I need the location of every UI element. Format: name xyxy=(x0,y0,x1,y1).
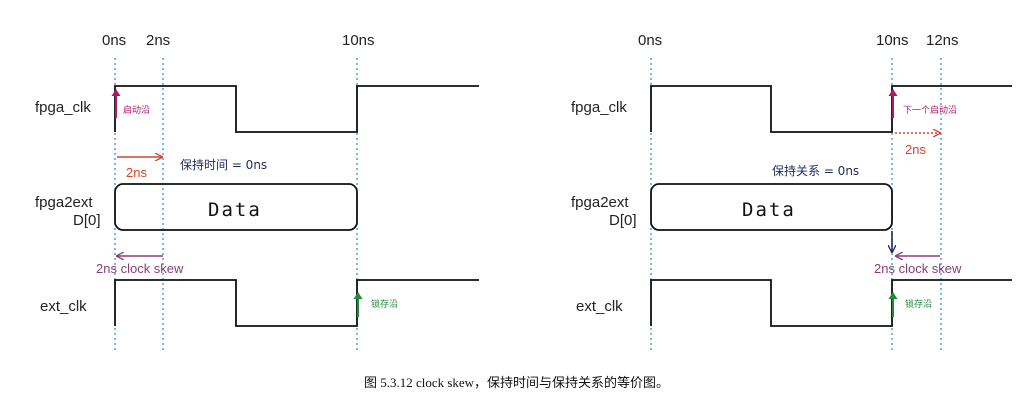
right-shift-label: 2ns xyxy=(905,142,926,157)
right-signal-ext-clk: ext_clk xyxy=(576,298,623,315)
left-launch-arrowhead xyxy=(111,89,121,96)
left-hold-note: 保持时间 = 0ns xyxy=(180,157,267,172)
right-time-label-12ns: 12ns xyxy=(926,32,959,49)
left-latch-arrowhead xyxy=(353,292,363,299)
left-timing-diagram: 0ns 2ns 10ns fpga_clk fpga2ext D[0] ext_… xyxy=(35,32,479,352)
right-clock-skew-label: 2ns clock skew xyxy=(874,261,962,276)
left-signal-fpga2ext: fpga2ext xyxy=(35,194,93,211)
figure-caption: 图 5.3.12 clock skew，保持时间与保持关系的等价图。 xyxy=(363,375,670,390)
left-fpga-clk-waveform xyxy=(114,85,479,133)
right-ext-clk-waveform xyxy=(650,279,1012,327)
left-latch-edge-label: 锁存沿 xyxy=(371,298,398,309)
left-signal-ext-clk: ext_clk xyxy=(40,298,87,315)
right-fpga-clk-waveform xyxy=(650,85,1012,133)
right-launch-arrowhead xyxy=(888,89,898,96)
right-signal-d0: D[0] xyxy=(609,212,637,229)
left-time-label-0ns: 0ns xyxy=(102,32,126,49)
right-latch-edge-label: 锁存沿 xyxy=(905,298,932,309)
left-skew-arrow-label: 2ns xyxy=(126,165,147,180)
left-signal-fpga-clk: fpga_clk xyxy=(35,99,91,116)
right-time-label-0ns: 0ns xyxy=(638,32,662,49)
right-time-label-10ns: 10ns xyxy=(876,32,909,49)
right-data-label: Data xyxy=(742,199,796,221)
left-ext-clk-waveform xyxy=(114,279,479,327)
right-latch-arrowhead xyxy=(888,292,898,299)
left-launch-edge-label: 启动沿 xyxy=(123,104,150,115)
left-time-label-10ns: 10ns xyxy=(342,32,375,49)
right-data-box xyxy=(650,183,893,231)
left-time-label-2ns: 2ns xyxy=(146,32,170,49)
left-signal-d0: D[0] xyxy=(73,212,101,229)
left-data-box xyxy=(114,183,358,231)
left-data-label: Data xyxy=(208,199,262,221)
right-hold-note: 保持关系 = 0ns xyxy=(772,163,859,178)
left-clock-skew-label: 2ns clock skew xyxy=(96,261,184,276)
right-signal-fpga2ext: fpga2ext xyxy=(571,194,629,211)
right-launch-edge-label: 下一个启动沿 xyxy=(903,104,957,115)
right-timing-diagram: 0ns 10ns 12ns fpga_clk fpga2ext D[0] ext… xyxy=(571,32,1012,352)
right-signal-fpga-clk: fpga_clk xyxy=(571,99,627,116)
